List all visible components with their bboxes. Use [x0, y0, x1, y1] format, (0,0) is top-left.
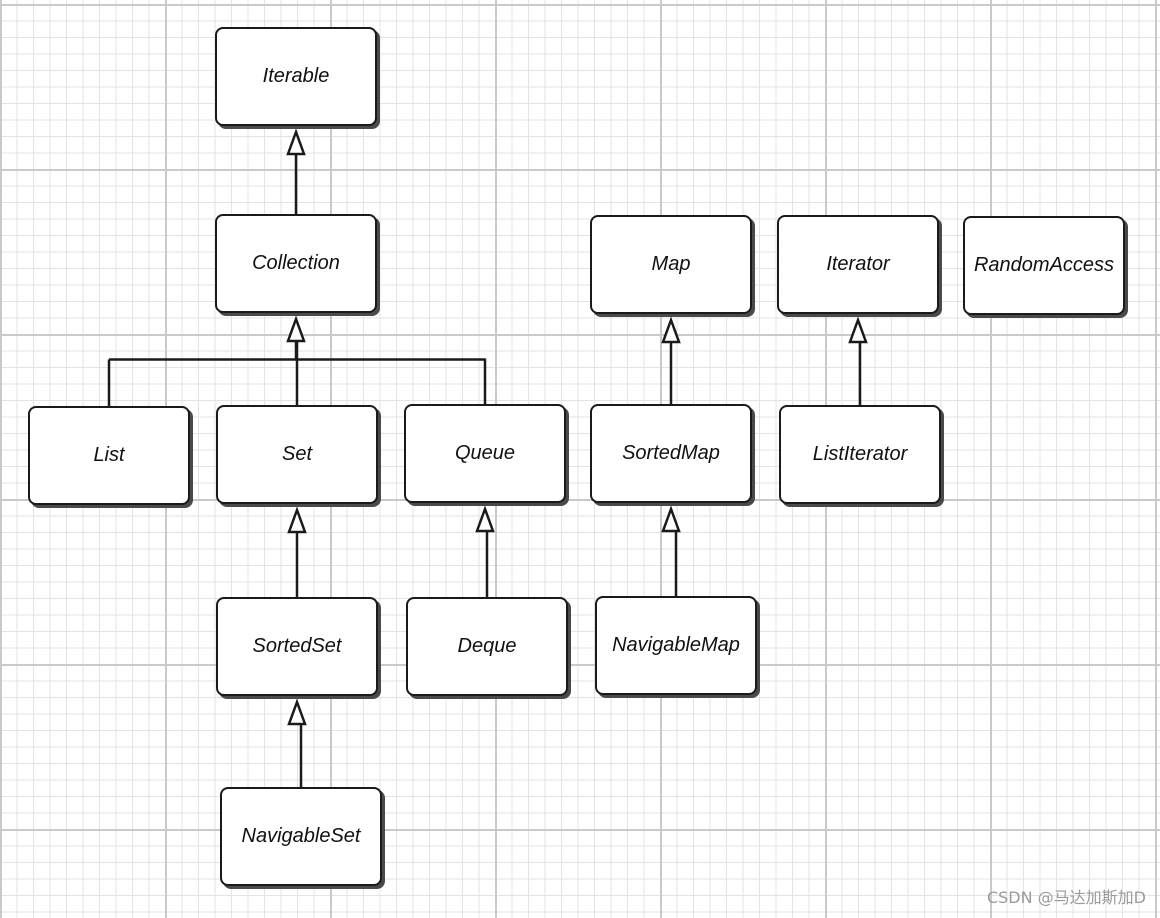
node-map: Map — [590, 215, 752, 314]
node-navigablemap: NavigableMap — [595, 596, 757, 695]
node-deque: Deque — [406, 597, 568, 696]
node-sortedset: SortedSet — [216, 597, 378, 696]
arrowhead-collection — [286, 315, 306, 343]
arrowhead-iterable — [286, 128, 306, 156]
arrowhead-sortedmap — [661, 505, 681, 533]
arrowhead-sortedset — [287, 698, 307, 726]
arrowhead-queue — [475, 505, 495, 533]
node-queue: Queue — [404, 404, 566, 503]
node-listiterator: ListIterator — [779, 405, 941, 504]
node-iterable: Iterable — [215, 27, 377, 126]
arrowhead-map — [661, 316, 681, 344]
node-navigableset: NavigableSet — [220, 787, 382, 886]
arrowhead-set — [287, 506, 307, 534]
node-iterator: Iterator — [777, 215, 939, 314]
watermark: CSDN @马达加斯加D — [986, 888, 1146, 907]
node-set: Set — [216, 405, 378, 504]
node-collection: Collection — [215, 214, 377, 313]
arrowhead-iterator — [848, 316, 868, 344]
node-list: List — [28, 406, 190, 505]
node-randomaccess: RandomAccess — [963, 216, 1125, 315]
node-sortedmap: SortedMap — [590, 404, 752, 503]
